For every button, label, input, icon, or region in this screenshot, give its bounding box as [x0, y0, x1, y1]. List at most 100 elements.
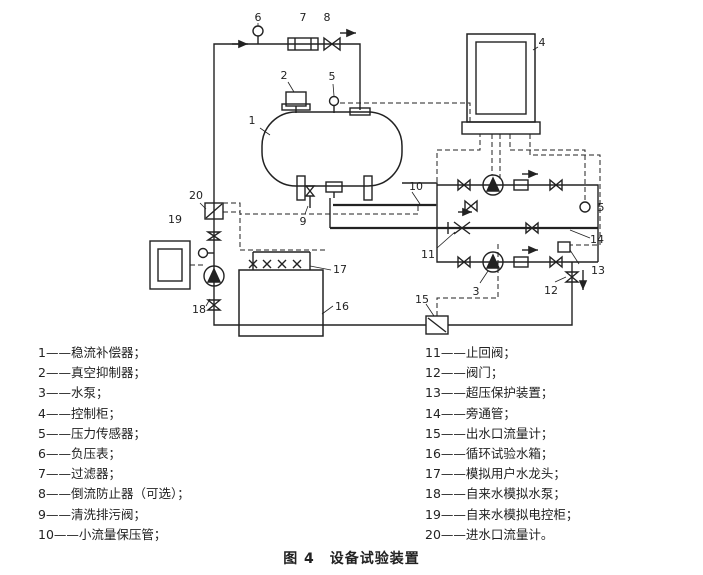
backflow-preventer — [323, 36, 341, 52]
legend-num: 1 — [38, 345, 46, 360]
callout-1: 1 — [249, 114, 256, 127]
legend-text: 水泵； — [70, 385, 109, 401]
supply-pipe — [213, 43, 361, 207]
outlet-valve — [564, 271, 580, 283]
legend-num: 7 — [38, 466, 46, 482]
legend-text: 稳流补偿器； — [70, 345, 146, 360]
legend-num: 2 — [38, 365, 46, 381]
callout-19: 19 — [168, 213, 182, 226]
callout-4: 4 — [539, 36, 546, 49]
pressure-sensor-tank — [328, 95, 340, 107]
legend-num: 10 — [38, 526, 54, 542]
legend-text: 超压保护装置； — [465, 385, 554, 401]
legend-num: 17 — [425, 466, 441, 482]
equipment-test-diagram: 1 2 3 4 5 5 6 7 8 9 10 11 12 13 14 15 16… — [149, 11, 605, 337]
legend-num: 18 — [425, 486, 441, 502]
legend-text: 循环试验水箱； — [465, 446, 554, 462]
legend-text: 过滤器； — [70, 466, 121, 482]
legend-num: 16 — [425, 446, 441, 462]
legend-num: 11 — [425, 345, 441, 360]
legend-item: 5——压力传感器； — [38, 425, 146, 441]
callout-6: 6 — [255, 11, 262, 24]
legend-text: 旁通管； — [465, 405, 516, 421]
callout-2: 2 — [281, 69, 288, 82]
check-valve — [453, 221, 471, 235]
legend-text: 倒流防止器（可选）； — [70, 486, 190, 502]
legend-text: 清洗排污阀； — [70, 506, 146, 522]
circulation-tank — [238, 269, 324, 337]
tap-water-pump — [203, 265, 225, 287]
legend-text: 压力传感器； — [70, 425, 146, 441]
callout-14: 14 — [590, 233, 604, 246]
tap-water-control-cabinet — [149, 240, 191, 290]
inlet-flowmeter — [204, 202, 224, 220]
legend-text: 进水口流量计。 — [465, 526, 554, 542]
callout-5-tank: 5 — [329, 70, 336, 83]
legend-num: 9 — [38, 506, 46, 522]
callout-16: 16 — [335, 300, 349, 313]
legend-text: 负压表； — [70, 446, 121, 462]
legend-text: 自来水模拟水泵； — [465, 486, 566, 502]
callout-3: 3 — [473, 285, 480, 298]
legend-num: 14 — [425, 405, 441, 421]
callout-10: 10 — [409, 180, 423, 193]
legend-item: 10——小流量保压管； — [38, 526, 167, 542]
legend-num: 8 — [38, 486, 46, 502]
legend-item: 14——旁通管； — [425, 405, 516, 421]
legend-left: 1——稳流补偿器； 2——真空抑制器； 3——水泵； 4——控制柜； 5——压力… — [38, 343, 190, 545]
callout-5-outlet: 5 — [598, 201, 605, 214]
pressure-sensor-outlet — [579, 201, 591, 213]
legend-num: 13 — [425, 385, 441, 401]
callout-20: 20 — [189, 189, 203, 202]
legend-item: 17——模拟用户水龙头； — [425, 466, 566, 482]
legend-text: 真空抑制器； — [70, 365, 146, 381]
legend-text: 出水口流量计； — [465, 425, 554, 441]
callout-15: 15 — [415, 293, 429, 306]
legend-num: 12 — [425, 365, 441, 381]
pump-inlet-pipe — [402, 182, 457, 263]
legend-item: 9——清洗排污阀； — [38, 506, 146, 522]
callout-12: 12 — [544, 284, 558, 297]
callout-7: 7 — [300, 11, 307, 24]
legend-item: 6——负压表； — [38, 446, 121, 462]
legend-item: 13——超压保护装置； — [425, 385, 554, 401]
callout-8: 8 — [324, 11, 331, 24]
pump-upper — [482, 174, 504, 196]
legend-item: 19——自来水模拟电控柜； — [425, 506, 579, 522]
control-cabinet — [466, 33, 536, 123]
filter — [287, 37, 319, 51]
legend-text: 控制柜； — [70, 405, 121, 421]
callout-18: 18 — [192, 303, 206, 316]
legend-item: 3——水泵； — [38, 385, 109, 401]
legend-item: 7——过滤器； — [38, 466, 121, 482]
legend-text: 模拟用户水龙头； — [465, 466, 566, 482]
legend-num: 19 — [425, 506, 441, 522]
legend-text: 阀门； — [465, 365, 504, 381]
legend-item: 1——稳流补偿器； — [38, 345, 146, 360]
legend-num: 15 — [425, 425, 441, 441]
legend-right: 11——止回阀； 12——阀门； 13——超压保护装置； 14——旁通管； 15… — [425, 343, 578, 545]
legend-item: 20——进水口流量计。 — [425, 526, 554, 542]
callout-17: 17 — [333, 263, 347, 276]
callout-13: 13 — [591, 264, 605, 277]
legend-num: 5 — [38, 425, 46, 441]
negative-pressure-gauge — [252, 25, 264, 37]
legend-text: 止回阀； — [465, 345, 516, 360]
simulated-tap — [248, 259, 258, 269]
legend-item: 2——真空抑制器； — [38, 365, 146, 381]
legend-num: 6 — [38, 446, 46, 462]
water-pump — [482, 251, 504, 273]
legend-text: 小流量保压管； — [78, 526, 167, 542]
legend-item: 18——自来水模拟水泵； — [425, 486, 566, 502]
drain-valve — [304, 185, 316, 197]
legend-text: 自来水模拟电控柜； — [465, 506, 579, 522]
overpressure-protector — [557, 241, 571, 253]
legend-item: 4——控制柜； — [38, 405, 121, 421]
legend-item: 15——出水口流量计； — [425, 425, 554, 441]
callout-9: 9 — [300, 215, 307, 228]
legend-item: 8——倒流防止器（可选）； — [38, 486, 190, 502]
legend-num: 4 — [38, 405, 46, 421]
legend-num: 20 — [425, 526, 441, 542]
legend-item: 16——循环试验水箱； — [425, 446, 554, 462]
legend-item: 11——止回阀； — [425, 345, 516, 360]
